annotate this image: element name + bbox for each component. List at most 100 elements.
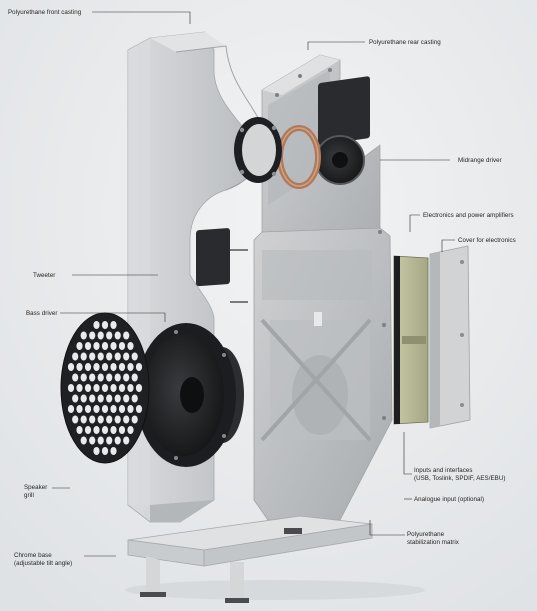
- grill-hole: [123, 373, 130, 382]
- label-bass-driver: Bass driver: [26, 310, 58, 317]
- grill-hole: [93, 447, 100, 455]
- grill-hole: [106, 373, 113, 382]
- grill-hole: [80, 331, 87, 340]
- grill-hole: [118, 363, 126, 371]
- grill-hole: [135, 405, 143, 413]
- grill-hole: [76, 363, 83, 371]
- grill-hole: [101, 342, 109, 350]
- label-cover-electronics: Cover for electronics: [458, 237, 516, 244]
- stabilization-matrix: [253, 227, 393, 521]
- grill-hole: [118, 426, 126, 434]
- grill-hole: [127, 363, 134, 371]
- grill-hole: [106, 394, 113, 403]
- grill-hole: [127, 384, 134, 392]
- grill-hole: [80, 394, 87, 403]
- label-inputs-interfaces: Inputs and interfaces (USB, Toslink, SPD…: [414, 467, 506, 482]
- label-midrange-driver: Midrange driver: [458, 157, 502, 164]
- label-stabilization-matrix: Polyurethane stabilization matrix: [407, 531, 459, 546]
- grill-hole: [80, 415, 87, 424]
- front-midrange-mount: [234, 117, 282, 183]
- midrange-driver: [315, 76, 370, 185]
- grill-hole: [80, 436, 87, 445]
- grill-hole: [97, 415, 104, 424]
- grill-hole: [93, 384, 100, 392]
- grill-hole: [110, 426, 117, 434]
- grill-hole: [89, 352, 96, 361]
- grill-hole: [84, 342, 92, 350]
- speaker-grill: [60, 312, 150, 464]
- grill-hole: [131, 373, 138, 382]
- grill-hole: [110, 405, 117, 413]
- grill-hole: [101, 321, 109, 329]
- grill-hole: [84, 384, 92, 392]
- grill-hole: [118, 384, 126, 392]
- grill-hole: [93, 321, 100, 329]
- label-electronics: Electronics and power amplifiers: [423, 212, 514, 219]
- grill-hole: [101, 363, 109, 371]
- grill-hole: [101, 384, 109, 392]
- grill-hole: [93, 342, 100, 350]
- grill-hole: [67, 363, 75, 371]
- ground-shadow: [125, 580, 425, 600]
- grill-hole: [118, 405, 126, 413]
- grill-hole: [135, 363, 143, 371]
- electronics-panel: [393, 255, 429, 425]
- grill-hole: [67, 384, 75, 392]
- grill-hole: [114, 352, 121, 361]
- grill-hole: [72, 373, 79, 382]
- grill-hole: [135, 384, 143, 392]
- grill-hole: [89, 373, 96, 382]
- bass-driver: [136, 323, 244, 467]
- grill-hole: [114, 331, 121, 340]
- label-speaker-grill: Speaker grill: [24, 484, 48, 499]
- grill-hole: [123, 415, 130, 424]
- grill-hole: [89, 415, 96, 424]
- grill-hole: [118, 342, 126, 350]
- grill-hole: [76, 426, 83, 434]
- grill-hole: [114, 373, 121, 382]
- grill-hole: [114, 394, 121, 403]
- grill-hole: [123, 436, 130, 445]
- grill-hole: [106, 352, 113, 361]
- grill-hole: [84, 426, 92, 434]
- grill-hole: [110, 363, 117, 371]
- grill-hole: [97, 436, 104, 445]
- grill-hole: [72, 352, 79, 361]
- grill-hole: [106, 415, 113, 424]
- grill-hole: [131, 415, 138, 424]
- grill-hole: [106, 436, 113, 445]
- grill-hole: [93, 363, 100, 371]
- grill-hole: [89, 394, 96, 403]
- grill-hole: [110, 384, 117, 392]
- grill-hole: [97, 373, 104, 382]
- leader-lines: [52, 11, 455, 557]
- grill-hole: [97, 394, 104, 403]
- grill-hole: [114, 436, 121, 445]
- grill-hole: [76, 405, 83, 413]
- grill-hole: [76, 384, 83, 392]
- grill-hole: [101, 447, 109, 455]
- label-rear-casting: Polyurethane rear casting: [369, 39, 441, 46]
- grill-hole: [110, 447, 117, 455]
- grill-hole: [123, 331, 130, 340]
- grill-hole: [89, 331, 96, 340]
- label-tweeter: Tweeter: [33, 272, 56, 279]
- grill-hole: [123, 394, 130, 403]
- label-chrome-base: Chrome base (adjustable tilt angle): [14, 552, 73, 567]
- grill-hole: [72, 394, 79, 403]
- chrome-base: [127, 515, 373, 603]
- grill-hole: [93, 426, 100, 434]
- grill-hole: [80, 373, 87, 382]
- grill-hole: [80, 352, 87, 361]
- grill-hole: [110, 321, 117, 329]
- grill-hole: [93, 405, 100, 413]
- grill-hole: [101, 426, 109, 434]
- electronics-cover: [429, 245, 471, 429]
- grill-hole: [89, 436, 96, 445]
- grill-hole: [127, 405, 134, 413]
- grill-hole: [97, 331, 104, 340]
- grill-hole: [131, 394, 138, 403]
- label-front-casting: Polyurethane front casting: [8, 9, 82, 16]
